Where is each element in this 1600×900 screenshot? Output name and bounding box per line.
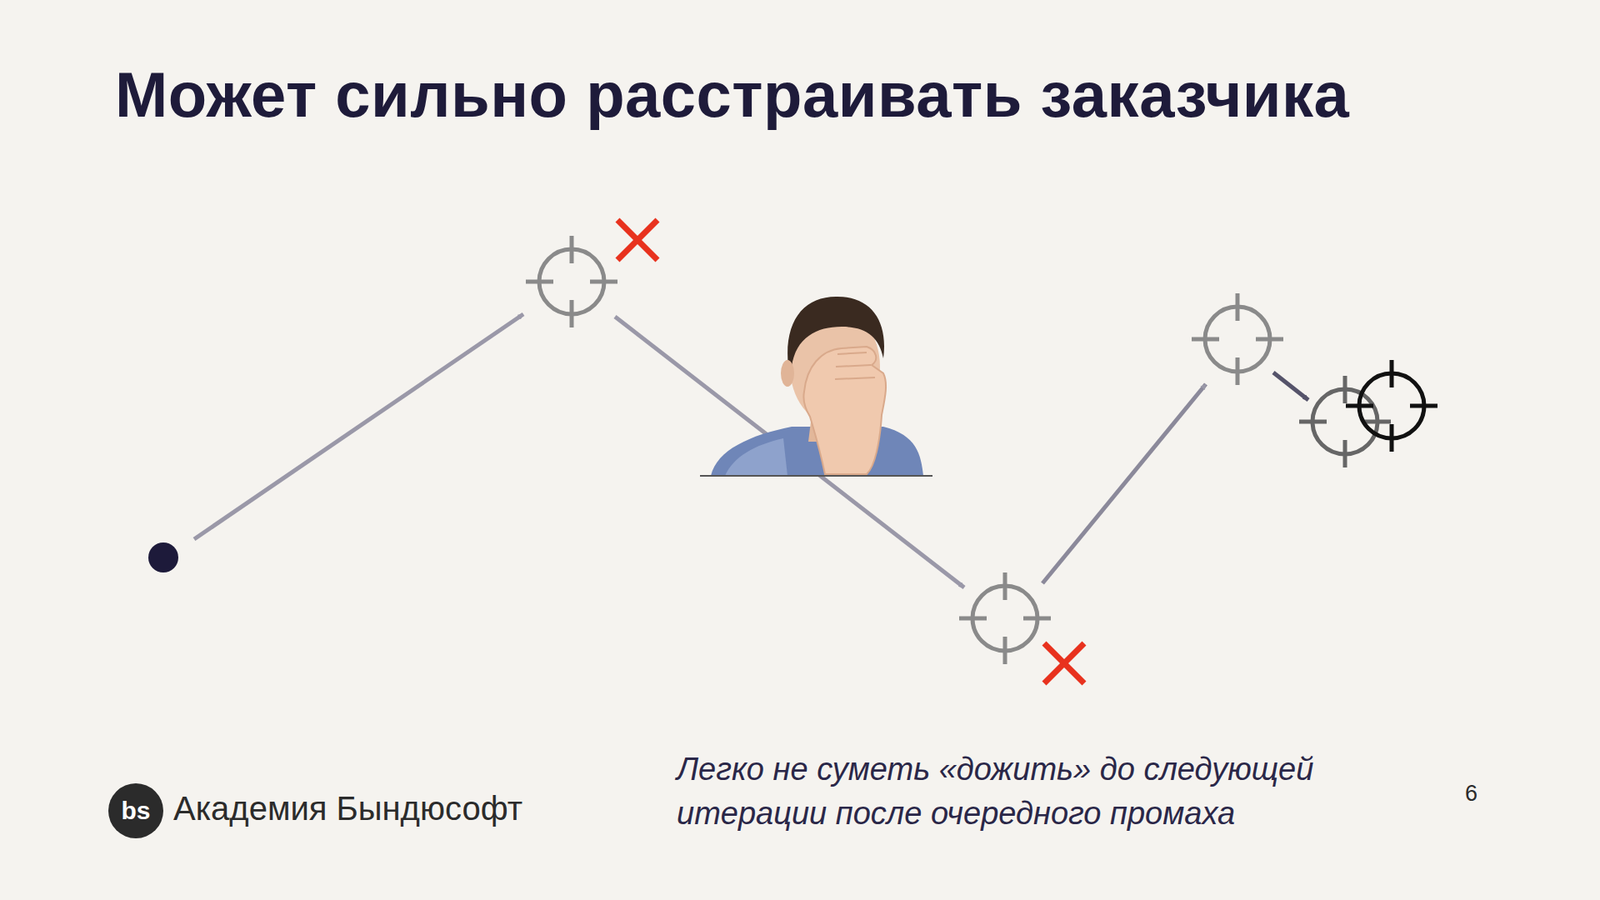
target-symbol (1299, 375, 1391, 468)
slide-title: Может сильно расстраивать заказчика (115, 58, 1350, 131)
logo-badge (108, 783, 164, 839)
path-arrow (194, 314, 524, 540)
logo-mark: bs (108, 783, 164, 839)
target-symbol (1191, 293, 1284, 385)
target-symbol (525, 235, 618, 328)
path-arrow (1042, 384, 1206, 584)
page-number: 6 (1465, 780, 1478, 807)
slide-caption: Легко не суметь «дожить» до следующей ит… (676, 747, 1427, 836)
path-arrow (1273, 372, 1309, 400)
goal-target-symbol (1345, 360, 1438, 452)
start-dot (148, 542, 179, 573)
target-symbol (959, 572, 1051, 665)
brand-name: Академия Бындюсофт (173, 790, 523, 828)
facepalm-person (700, 296, 933, 476)
miss-mark (1044, 643, 1085, 684)
miss-mark (617, 220, 658, 260)
